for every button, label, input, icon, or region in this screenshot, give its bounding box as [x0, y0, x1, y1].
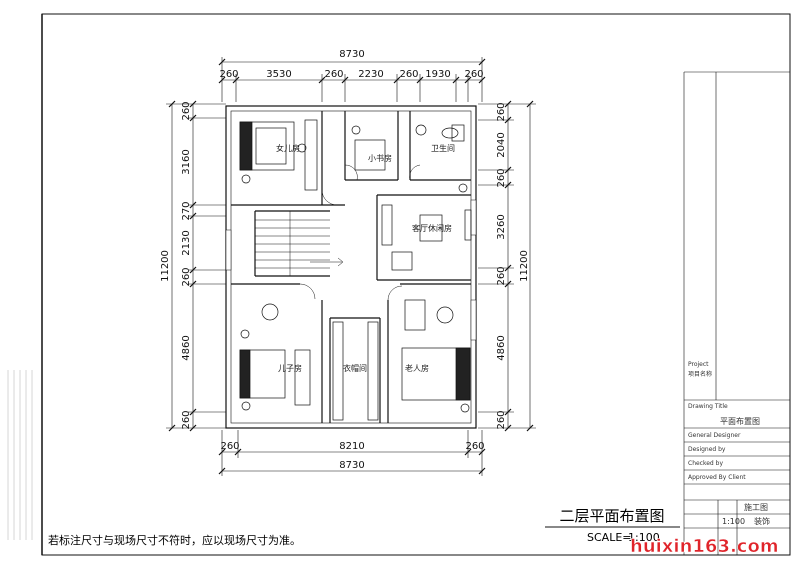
dim-top-seg: 3530	[266, 69, 291, 80]
room-label-son: 儿子房	[278, 363, 302, 373]
staircase	[255, 211, 344, 276]
tb-drawing-title-value: 平面布置图	[720, 416, 760, 426]
dim-top-overall: 8730	[339, 49, 364, 60]
dim-top-seg: 260	[464, 69, 483, 80]
scale-label: SCALE=	[587, 531, 631, 544]
room-label-toilet: 卫生间	[431, 143, 455, 153]
dim-top-seg: 260	[324, 69, 343, 80]
dim-left-seg: 2130	[181, 230, 192, 255]
watermark: huixin163.com	[630, 536, 779, 557]
dim-right-seg: 3260	[496, 214, 507, 239]
tb-project-value: 项目名称	[688, 370, 712, 378]
tb-designed-by-label: Designed by	[688, 446, 726, 453]
dim-left-seg: 270	[181, 201, 192, 220]
dim-top-seg: 260	[399, 69, 418, 80]
site-dimension-note: 若标注尺寸与现场尺寸不符时，应以现场尺寸为准。	[48, 533, 301, 547]
dim-right-overall: 11200	[519, 250, 530, 282]
tb-general-designer-label: General Designer	[688, 432, 741, 439]
tb-scale-value: 1:100	[722, 517, 745, 526]
dim-top-seg: 2230	[358, 69, 383, 80]
room-label-cloakroom: 衣帽间	[343, 363, 367, 373]
title-block	[683, 71, 790, 555]
dim-left-seg: 260	[181, 410, 192, 429]
side-notes-strip	[7, 370, 33, 540]
dim-left-overall: 11200	[160, 250, 171, 282]
furniture	[239, 119, 472, 421]
dimension-lines	[166, 57, 536, 476]
dimension-ticks	[168, 58, 534, 475]
dim-top-seg: 1930	[425, 69, 450, 80]
dim-right-seg: 260	[496, 266, 507, 285]
door-swings	[299, 164, 421, 301]
tb-job-no-value: 施工图	[744, 502, 768, 512]
walls	[225, 105, 477, 429]
tb-discipline-value: 装饰	[754, 516, 770, 526]
dim-bottom-seg: 260	[220, 441, 239, 452]
dim-top-seg: 260	[219, 69, 238, 80]
dim-left-seg: 260	[181, 267, 192, 286]
dim-left-seg: 3160	[181, 149, 192, 174]
room-label-elder: 老人房	[405, 363, 429, 373]
scale-value: 1:100	[628, 531, 660, 544]
room-label-guest: 客厅休闲房	[412, 223, 452, 233]
drawing-title: 二层平面布置图	[559, 507, 664, 525]
room-label-daughter: 女儿房	[276, 143, 300, 153]
room-label-study: 小书房	[368, 153, 392, 163]
dim-right-seg: 260	[496, 410, 507, 429]
dim-bottom-seg: 260	[465, 441, 484, 452]
tb-drawing-title-label: Drawing Title	[688, 403, 728, 410]
dim-bottom-overall: 8730	[339, 460, 364, 471]
tb-checked-by-label: Checked by	[688, 460, 723, 467]
dim-right-seg: 2040	[496, 132, 507, 157]
dim-bottom-seg: 8210	[339, 441, 364, 452]
dim-right-seg: 260	[496, 168, 507, 187]
tb-approved-by-label: Approved By Client	[688, 474, 746, 481]
windows	[225, 199, 477, 341]
dim-right-seg: 4860	[496, 335, 507, 360]
dim-left-seg: 4860	[181, 335, 192, 360]
dim-left-seg: 260	[181, 101, 192, 120]
dim-right-seg: 260	[496, 102, 507, 121]
tb-project-label: Project	[688, 361, 709, 368]
